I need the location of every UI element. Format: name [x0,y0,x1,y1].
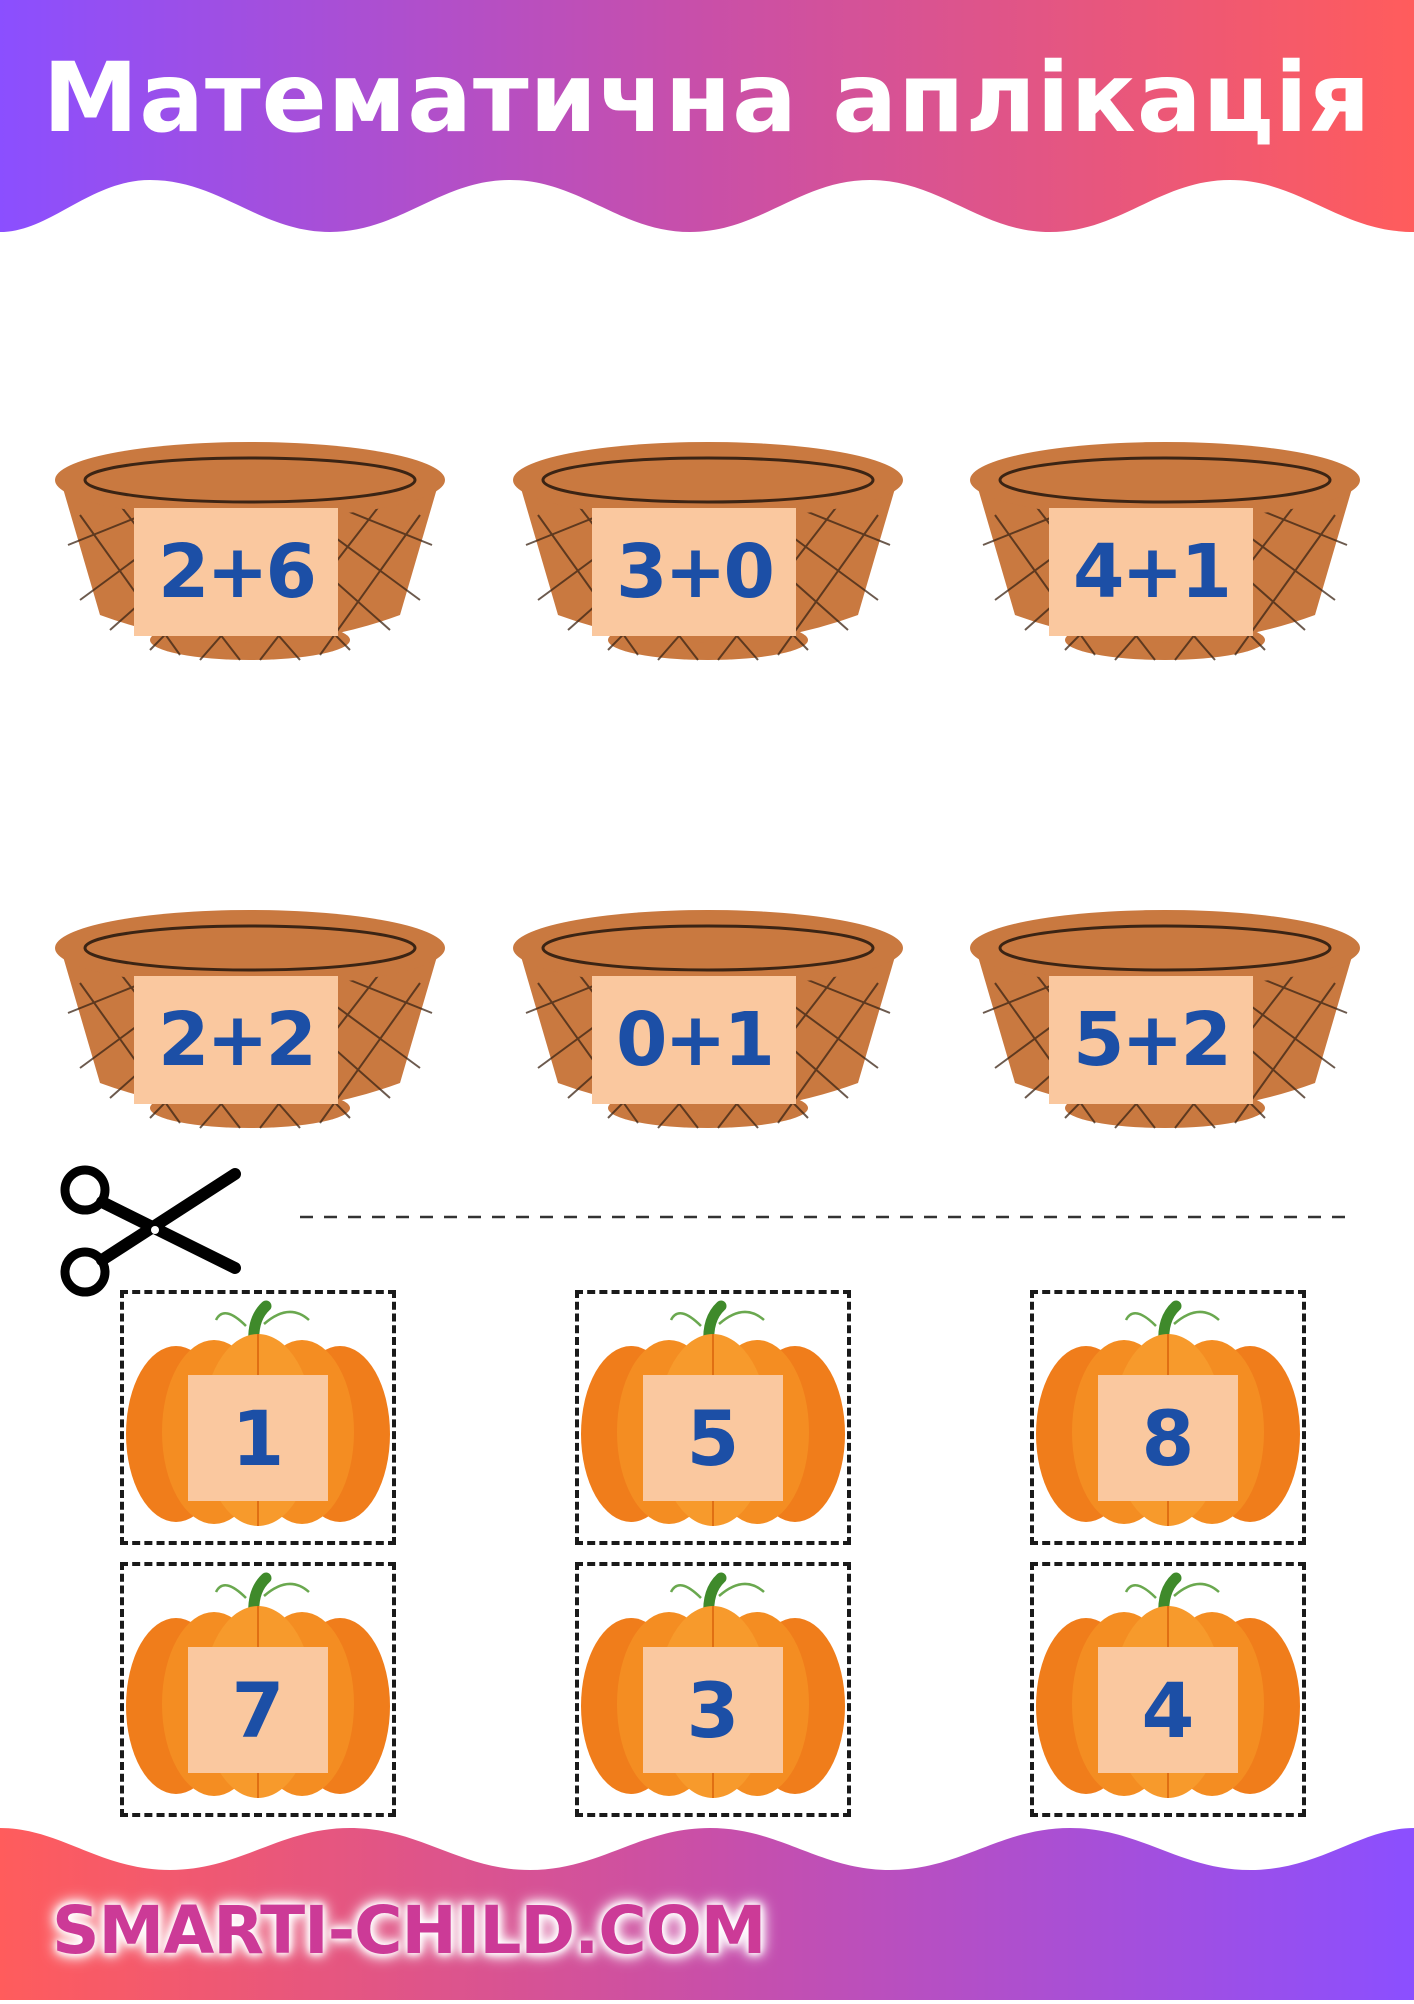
bottom-banner [0,1810,1414,2000]
equation-label: 4+1 [1073,529,1232,615]
number-card: 3 [643,1647,783,1773]
equation-label: 3+0 [616,529,775,615]
equation-label: 2+6 [158,529,317,615]
number-label: 3 [686,1665,740,1755]
pumpkin-card-4: 7 [120,1562,396,1817]
pumpkin-card-3: 8 [1030,1290,1306,1545]
site-logo[interactable]: SMARTI-CHILD.COM [52,1892,766,1969]
number-card: 5 [643,1375,783,1501]
equation-card: 5+2 [1049,976,1253,1104]
equation-label: 5+2 [1073,997,1232,1083]
page-title: Математична аплікація [42,42,1372,154]
pumpkin-card-5: 3 [575,1562,851,1817]
equation-label: 0+1 [616,997,775,1083]
scissors-icon [60,1165,241,1297]
basket-2: 3+0 [508,425,908,685]
equation-card: 3+0 [592,508,796,636]
equation-card: 2+6 [134,508,338,636]
number-label: 4 [1141,1665,1195,1755]
number-card: 8 [1098,1375,1238,1501]
basket-3: 4+1 [965,425,1365,685]
number-label: 1 [231,1393,285,1483]
number-label: 7 [231,1665,285,1755]
number-label: 5 [686,1393,740,1483]
number-card: 1 [188,1375,328,1501]
cut-line [50,1160,1370,1300]
equation-card: 4+1 [1049,508,1253,636]
number-card: 7 [188,1647,328,1773]
number-label: 8 [1141,1393,1195,1483]
basket-4: 2+2 [50,893,450,1153]
number-card: 4 [1098,1647,1238,1773]
equation-card: 2+2 [134,976,338,1104]
pumpkin-card-1: 1 [120,1290,396,1545]
basket-5: 0+1 [508,893,908,1153]
basket-6: 5+2 [965,893,1365,1153]
pumpkin-card-6: 4 [1030,1562,1306,1817]
equation-card: 0+1 [592,976,796,1104]
top-banner [0,0,1414,240]
basket-1: 2+6 [50,425,450,685]
pumpkin-card-2: 5 [575,1290,851,1545]
equation-label: 2+2 [158,997,317,1083]
